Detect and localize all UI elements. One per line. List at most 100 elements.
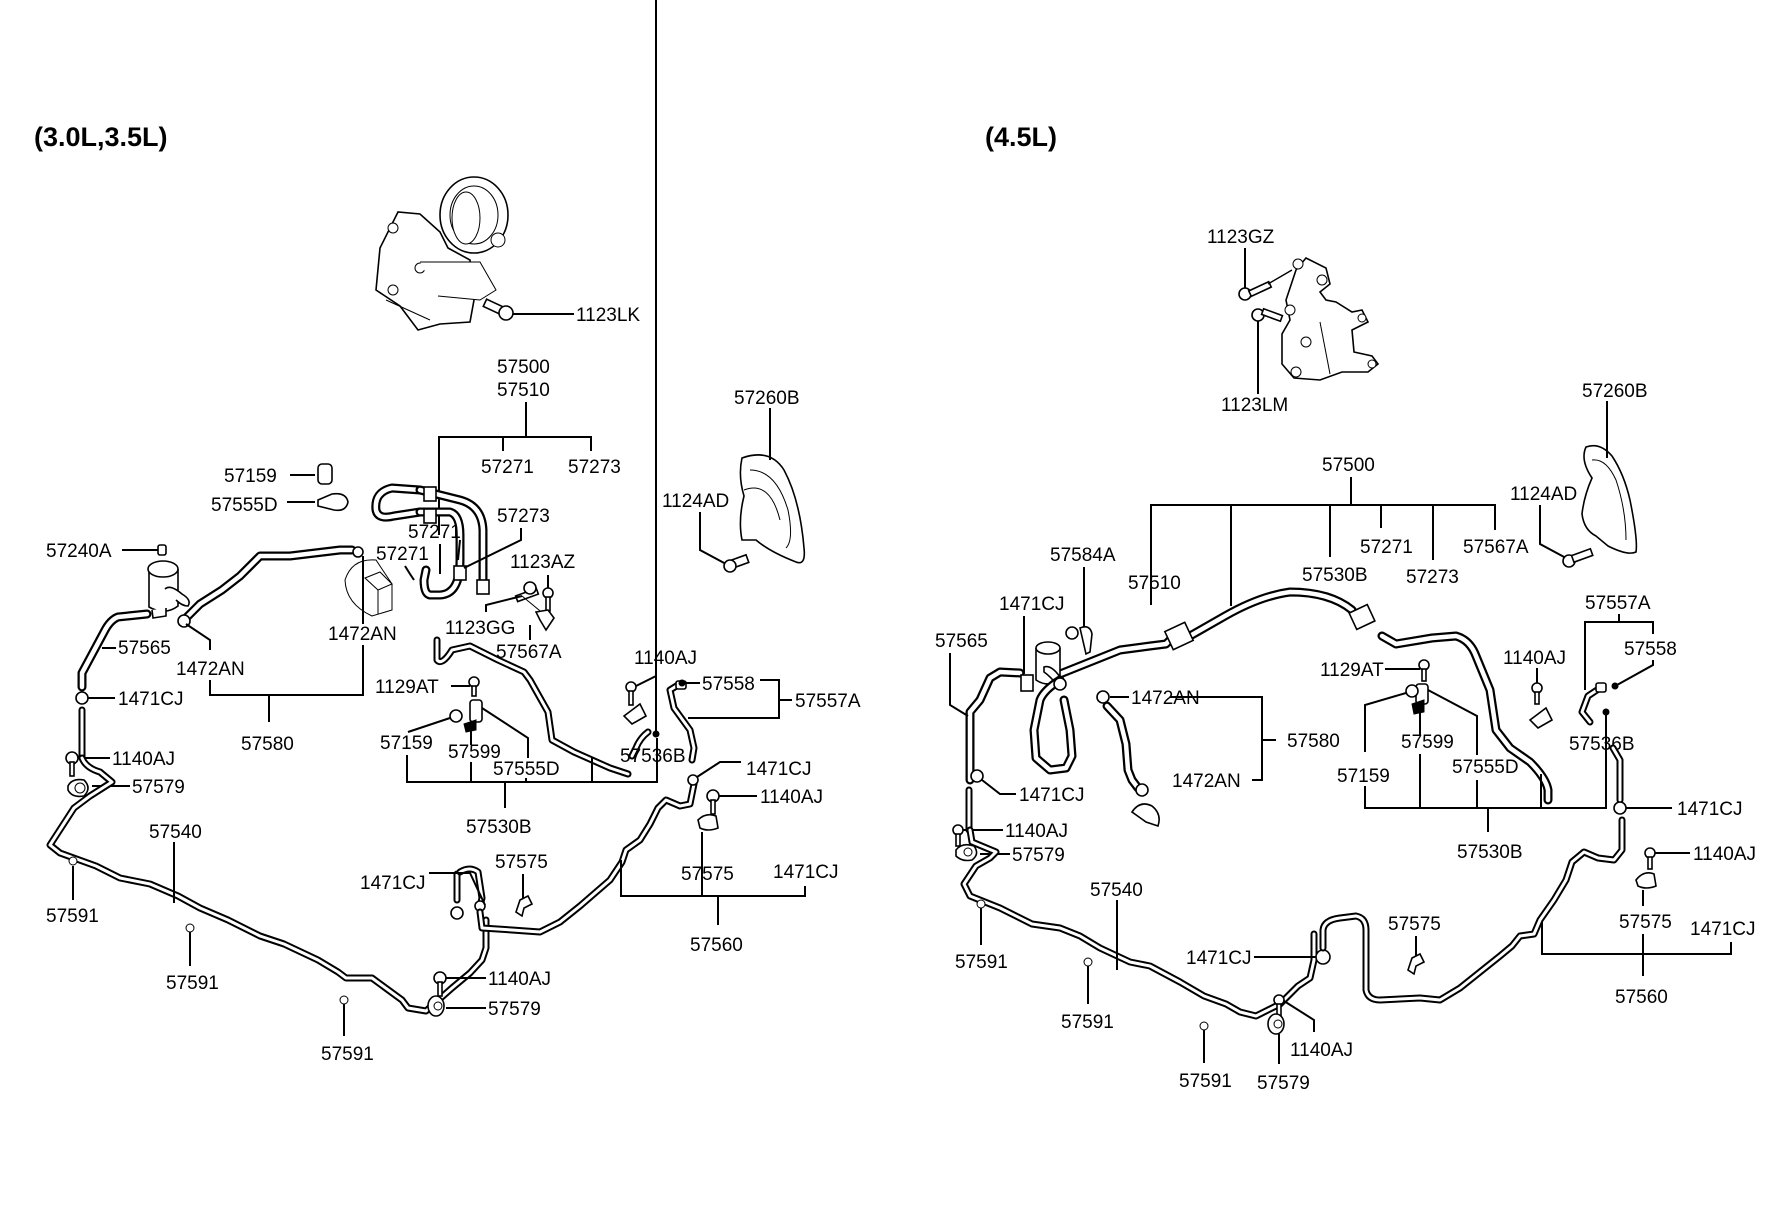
label-1140AJ-d-r: 1140AJ	[1290, 1040, 1353, 1061]
label-57271-r: 57271	[1360, 537, 1413, 558]
label-1123AZ: 1123AZ	[510, 552, 576, 573]
label-57555D-mid: 57555D	[493, 759, 560, 780]
clamp-57579-a	[67, 778, 89, 798]
bolt-1129AT-r	[1418, 659, 1430, 682]
clamp-1471CJ-c	[450, 906, 464, 920]
label-1140AJ-a-r: 1140AJ	[1503, 648, 1566, 669]
clip-57575-a-r	[1407, 952, 1426, 976]
clamp-57579-b-r	[1267, 1013, 1285, 1035]
clamp-57579-b	[427, 995, 445, 1017]
label-1471CJ-b-r: 1471CJ	[1019, 785, 1085, 806]
clamp-57567A	[534, 609, 555, 632]
label-57567A-r: 57567A	[1463, 537, 1529, 558]
label-1140AJ-b-r: 1140AJ	[1005, 821, 1068, 842]
label-57159-top: 57159	[224, 466, 277, 487]
heat-shield-57260B-r	[1581, 444, 1638, 554]
label-1471CJ-a-r: 1471CJ	[999, 594, 1065, 615]
label-57560: 57560	[690, 935, 743, 956]
bolt-1140AJ-d-r	[1273, 994, 1285, 1017]
label-1129AT-r: 1129AT	[1320, 660, 1384, 681]
label-57159-r: 57159	[1337, 766, 1390, 787]
label-57510-r: 57510	[1128, 573, 1181, 594]
bolt-1140AJ-b	[625, 681, 637, 706]
label-57575-b-r: 57575	[1619, 912, 1672, 933]
cap-57159-mid	[449, 709, 463, 723]
label-57530B: 57530B	[466, 817, 532, 838]
bolt-1129AT	[468, 676, 480, 697]
clamp-1471CJ-a-r	[1020, 674, 1034, 692]
label-57159-mid: 57159	[380, 733, 433, 754]
label-57580: 57580	[241, 734, 294, 755]
label-57579-b: 57579	[488, 999, 541, 1020]
label-1140AJ-c: 1140AJ	[760, 787, 823, 808]
label-57530B-top-r: 57530B	[1302, 565, 1368, 586]
clip-57575-a	[515, 894, 534, 918]
label-57500: 57500	[497, 357, 550, 378]
label-1472AN-b-r: 1472AN	[1172, 771, 1241, 792]
heat-shield-57260B	[739, 454, 806, 564]
label-1129AT: 1129AT	[375, 677, 439, 698]
label-1140AJ-a: 1140AJ	[112, 749, 175, 770]
pressure-hose-assembly	[371, 483, 490, 600]
bolt-1124AD	[723, 553, 750, 573]
clamp-1471CJ-d-top	[687, 774, 699, 786]
label-1472AN-b: 1472AN	[328, 624, 397, 645]
clamp-1472AN-b-r	[1135, 783, 1149, 797]
label-57575-b: 57575	[681, 864, 734, 885]
label-57567A: 57567A	[496, 642, 562, 663]
cap-57240A	[157, 544, 167, 556]
label-57273-r: 57273	[1406, 567, 1459, 588]
label-57579-a-r: 57579	[1012, 845, 1065, 866]
label-57555D-top: 57555D	[211, 495, 278, 516]
label-57271-b: 57271	[376, 544, 429, 565]
label-57599-r: 57599	[1401, 732, 1454, 753]
clamp-1471CJ-d-r	[1315, 949, 1331, 965]
label-57584A: 57584A	[1050, 545, 1116, 566]
label-57557A: 57557A	[795, 691, 861, 712]
pipe-clip-57591-b	[185, 923, 195, 933]
label-57591-a-r: 57591	[955, 952, 1008, 973]
label-1472AN-a-r: 1472AN	[1131, 688, 1200, 709]
clamp-1472AN-a-r	[1096, 690, 1110, 704]
clamp-57575-b-r	[1635, 872, 1657, 889]
bolt-1123GZ	[1238, 280, 1273, 301]
union-fitting-57599	[463, 699, 483, 733]
label-57579-b-r: 57579	[1257, 1073, 1310, 1094]
label-57580-r: 57580	[1287, 731, 1340, 752]
label-1471CJ-e-r: 1471CJ	[1690, 919, 1756, 940]
label-1123LK: 1123LK	[576, 305, 640, 326]
oil-cooler	[344, 559, 393, 617]
label-57271-a: 57271	[408, 522, 461, 543]
bolt-1140AJ-c-r	[1644, 847, 1656, 870]
label-57536B-r: 57536B	[1569, 734, 1635, 755]
label-57557A-r: 57557A	[1585, 593, 1651, 614]
label-57591-b-r: 57591	[1061, 1012, 1114, 1033]
label-57558-r: 57558	[1624, 639, 1677, 660]
label-1124AD: 1124AD	[662, 491, 729, 512]
label-57591-b: 57591	[166, 973, 219, 994]
label-57536B: 57536B	[620, 746, 686, 767]
label-57560-r: 57560	[1615, 987, 1668, 1008]
label-57260B: 57260B	[734, 388, 800, 409]
label-57591-c-r: 57591	[1179, 1071, 1232, 1092]
cap-57159-r	[1405, 684, 1419, 698]
label-57575-a-r: 57575	[1388, 914, 1441, 935]
label-57260B-r: 57260B	[1582, 381, 1648, 402]
bolt-1140AJ-b-r	[952, 824, 964, 847]
label-57565: 57565	[118, 638, 171, 659]
clamp-57575-b	[697, 813, 719, 831]
pipe-clip-57591-c-r	[1199, 1021, 1209, 1031]
label-57271-top: 57271	[481, 457, 534, 478]
label-57575-a: 57575	[495, 852, 548, 873]
label-57599: 57599	[448, 742, 501, 763]
bolt-1140AJ-c	[706, 789, 720, 815]
label-57565-r: 57565	[935, 631, 988, 652]
bracket-1140AJ-b	[622, 702, 648, 725]
pressure-hose-assembly-r	[1055, 587, 1553, 805]
clamp-57579-a-r	[955, 843, 978, 862]
bracket-1140AJ-a-r	[1528, 706, 1554, 729]
label-1472AN-a: 1472AN	[176, 659, 245, 680]
label-1471CJ-a: 1471CJ	[118, 689, 184, 710]
clamp-1471CJ-b-r	[970, 769, 984, 783]
